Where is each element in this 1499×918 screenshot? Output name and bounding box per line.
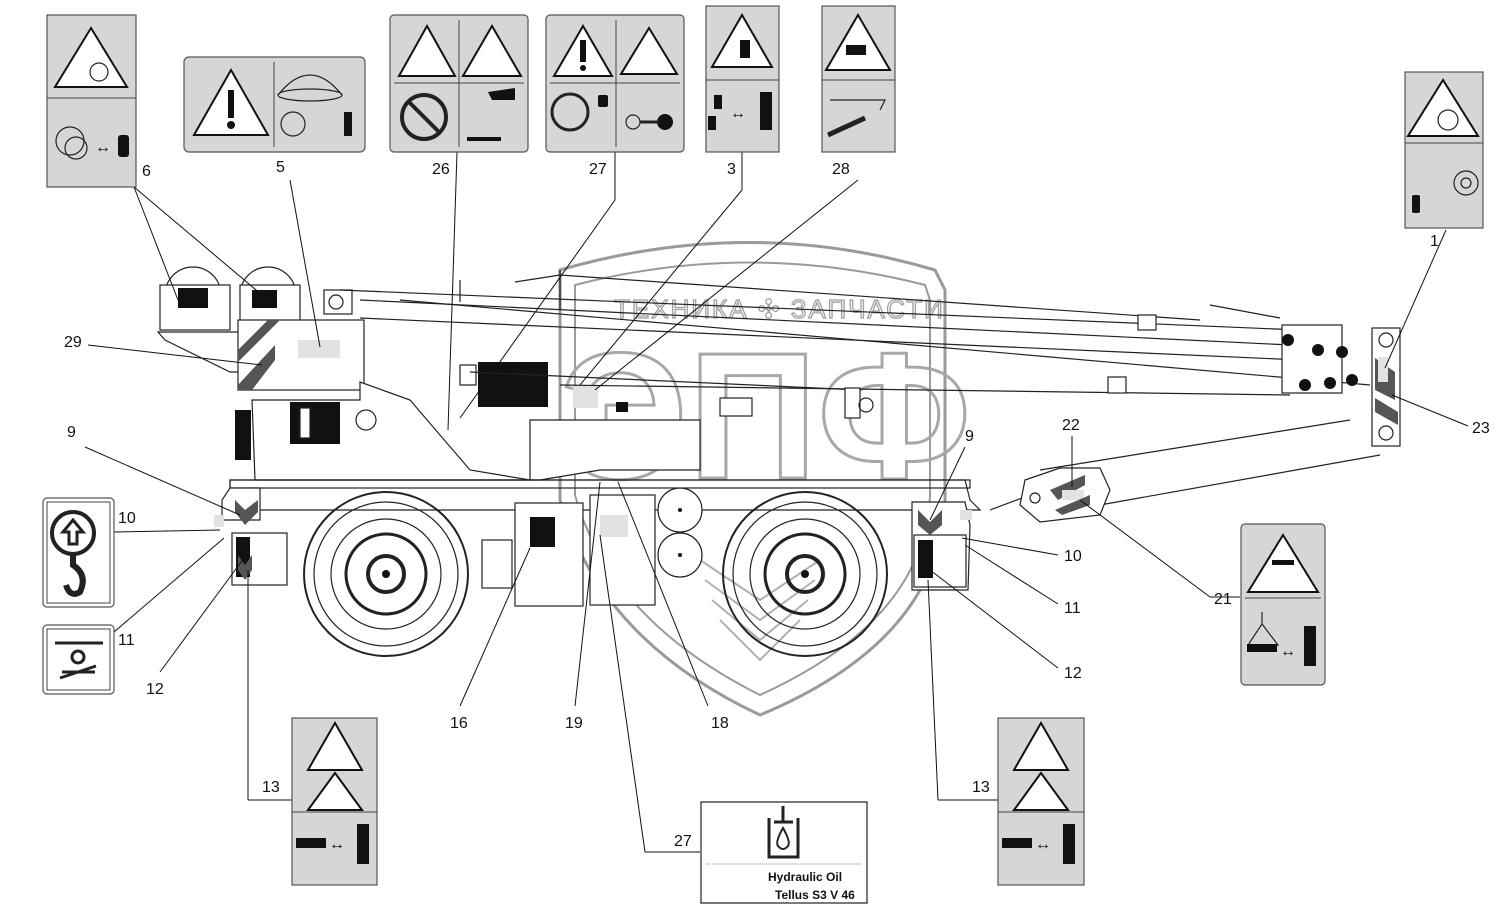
hydraulic-oil-type: Tellus S3 V 46 xyxy=(775,888,855,902)
watermark-logo-text: ЭПФ xyxy=(560,316,971,517)
person-icon xyxy=(760,92,772,130)
callout-26: 26 xyxy=(432,161,450,178)
front-wheel xyxy=(303,491,469,657)
winch-assembly xyxy=(156,266,301,373)
counterweight xyxy=(237,289,365,391)
callout-27-top: 27 xyxy=(589,161,607,178)
decal-27-top xyxy=(545,14,685,153)
callout-27-bottom: 27 xyxy=(674,833,692,850)
decal-13-left: ↔ xyxy=(291,717,378,886)
hook-icon xyxy=(63,555,86,597)
callout-28: 28 xyxy=(832,161,850,178)
callout-22: 22 xyxy=(1062,417,1080,434)
hoist-motor xyxy=(290,402,377,444)
burn-hazard-warning-icon xyxy=(461,24,523,77)
callout-18: 18 xyxy=(711,715,729,732)
decal-11-tie-down-point xyxy=(42,624,115,695)
decal-13-right: ↔ xyxy=(997,717,1085,886)
decal-3: ↔ xyxy=(705,5,780,153)
callout-13-right: 13 xyxy=(972,779,990,796)
boom-head xyxy=(1371,327,1401,447)
callout-1: 1 xyxy=(1430,233,1439,250)
hydraulic-oil-label: Hydraulic Oil xyxy=(768,870,842,884)
callout-9-left: 9 xyxy=(67,424,76,441)
callout-23: 23 xyxy=(1472,420,1490,437)
double-arrow-icon: ↔ xyxy=(730,105,746,122)
no-entry-icon xyxy=(280,111,306,137)
callout-12-left: 12 xyxy=(146,681,164,698)
person-icon xyxy=(357,824,369,864)
no-operation-icon xyxy=(550,92,590,132)
high-pressure-injection-icon xyxy=(830,99,886,111)
jib xyxy=(989,419,1381,523)
double-arrow-icon: ↔ xyxy=(329,836,345,853)
outrigger-crush-warning-icon xyxy=(306,771,364,811)
callout-labels: 6 5 26 27 3 28 1 23 22 21 29 9 10 11 12 … xyxy=(64,159,1490,850)
person-icon xyxy=(344,112,352,136)
callout-16: 16 xyxy=(450,715,468,732)
hand-icon xyxy=(118,135,129,157)
tie-down-icon xyxy=(70,649,86,665)
decal-27-hydraulic-oil: Hydraulic Oil Tellus S3 V 46 xyxy=(700,801,868,904)
hydraulic-oil-icon xyxy=(767,818,800,859)
rear-wheel xyxy=(722,491,888,657)
callout-11-left: 11 xyxy=(118,632,135,649)
decal-6: ↔ xyxy=(46,14,137,188)
callout-11-right: 11 xyxy=(1064,600,1081,617)
decal-21: ↔ xyxy=(1240,523,1326,686)
callout-6: 6 xyxy=(142,163,151,180)
outrigger-crush-warning-icon xyxy=(1012,771,1070,811)
crane-drawing xyxy=(156,266,1401,657)
superstructure xyxy=(235,362,701,481)
double-arrow-icon: ↔ xyxy=(95,139,111,156)
entanglement-warning-icon xyxy=(619,26,679,75)
callout-10-right: 10 xyxy=(1064,548,1082,565)
up-arrow-icon xyxy=(50,510,96,556)
hand-icon xyxy=(1412,195,1420,213)
lock-icon xyxy=(598,95,608,107)
callout-12-right: 12 xyxy=(1064,665,1082,682)
warning-triangle-icon xyxy=(53,26,129,88)
hand-crush-warning-icon xyxy=(824,13,892,71)
hand-icon xyxy=(488,88,515,100)
decal-28 xyxy=(821,5,896,153)
decal-1 xyxy=(1404,71,1484,229)
leader-lines xyxy=(84,151,1469,853)
double-arrow-icon: ↔ xyxy=(1035,836,1051,853)
callout-3: 3 xyxy=(727,161,736,178)
watermark-shield xyxy=(558,241,947,717)
decal-10-lifting-point xyxy=(42,497,115,608)
callout-21: 21 xyxy=(1214,591,1232,608)
callout-5: 5 xyxy=(276,159,285,176)
decal-5 xyxy=(183,56,366,153)
outrigger-crush-warning-icon xyxy=(1012,720,1070,771)
entanglement-warning-icon xyxy=(1406,78,1480,137)
double-arrow-icon: ↔ xyxy=(1280,643,1296,660)
callout-9-right: 9 xyxy=(965,428,974,445)
hot-surface-warning-icon xyxy=(397,23,457,77)
main-boom xyxy=(339,270,1371,419)
callout-13-left: 13 xyxy=(262,779,280,796)
outrigger-crush-warning-icon xyxy=(306,720,364,771)
decal-26 xyxy=(389,14,529,153)
callout-29: 29 xyxy=(64,334,82,351)
chassis xyxy=(214,479,982,607)
person-icon xyxy=(1304,626,1316,666)
pulley-icon xyxy=(1453,170,1479,196)
no-touch-icon xyxy=(400,93,448,141)
watermark: ТЕХНИКА ✣ ЗАПЧАСТИ ЭПФ xyxy=(558,241,973,717)
callout-10-left: 10 xyxy=(118,510,136,527)
callout-19: 19 xyxy=(565,715,583,732)
person-icon xyxy=(1063,824,1075,864)
